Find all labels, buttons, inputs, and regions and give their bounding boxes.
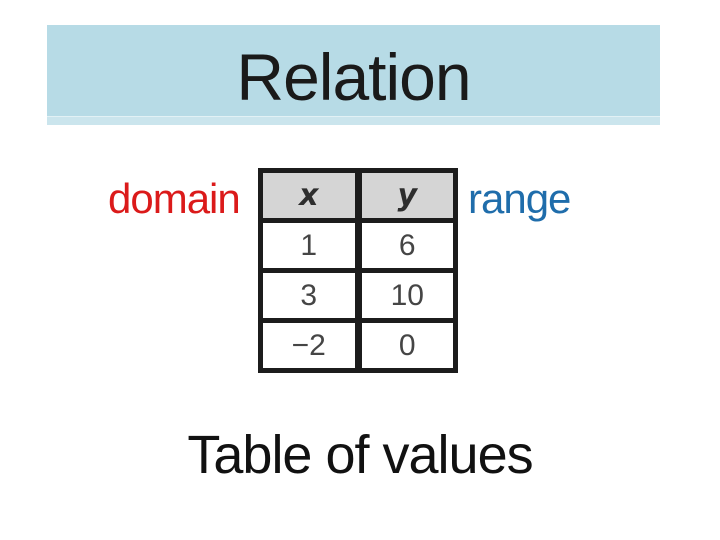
caption: Table of values: [187, 425, 533, 485]
table-cell-r1-x: 1: [263, 223, 355, 268]
table-cell-r3-x: −2: [263, 323, 355, 368]
domain-label: domain: [108, 175, 241, 222]
table-cell-r3-y: 0: [361, 323, 453, 368]
table-cell-r2-y: 10: [361, 273, 453, 318]
table-cell-r2-x: 3: [263, 273, 355, 318]
table-header-x: x: [263, 173, 355, 218]
range-label: range: [468, 175, 571, 222]
slide-title: Relation: [236, 40, 471, 114]
title-bar: Relation: [47, 25, 660, 125]
table-header-y: y: [361, 173, 453, 218]
table-cell-r1-y: 6: [361, 223, 453, 268]
